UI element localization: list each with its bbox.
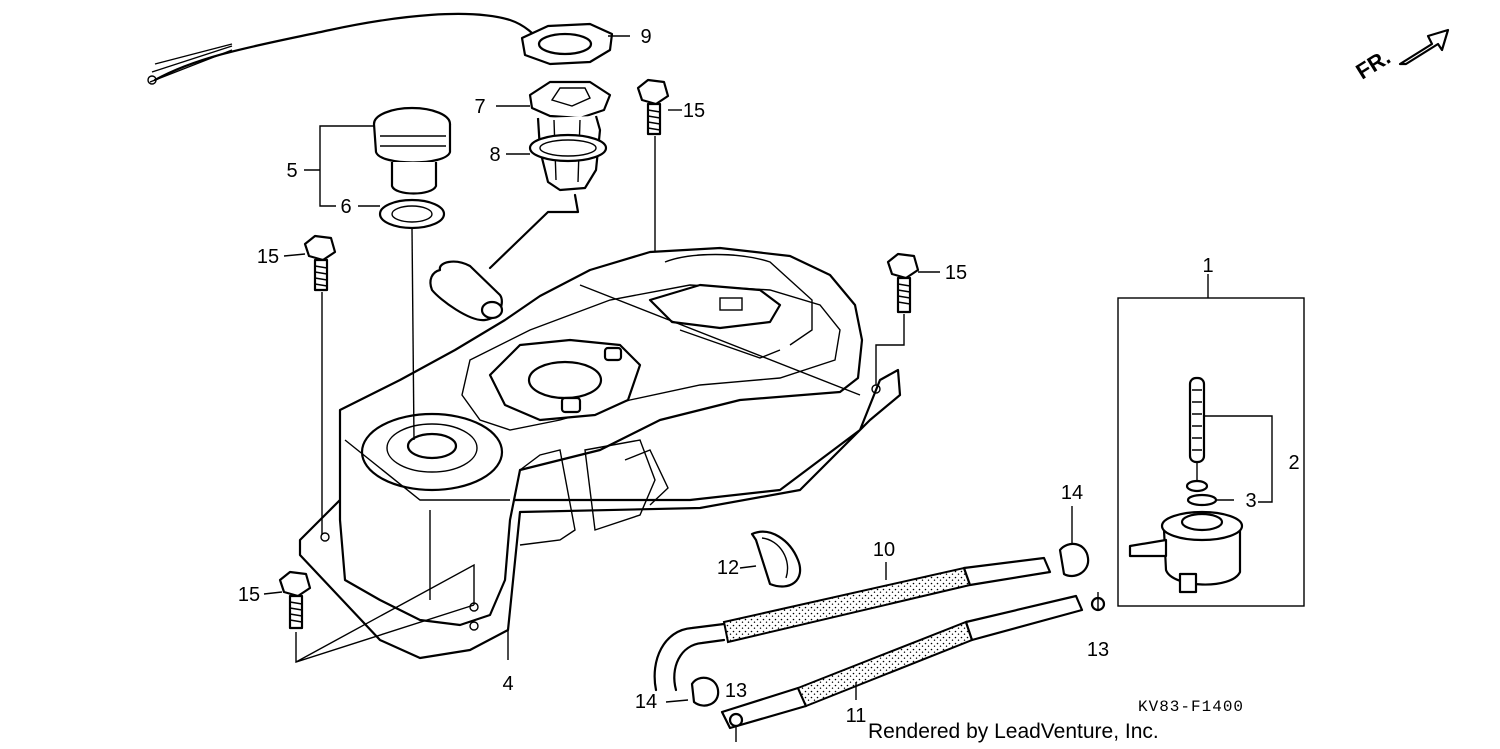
bolt-top xyxy=(636,78,670,252)
hose-clip-14-right xyxy=(1058,542,1090,578)
callout-3: 3 xyxy=(1245,490,1256,512)
callout-15-left-upper: 15 xyxy=(257,246,279,268)
callout-10: 10 xyxy=(873,539,895,561)
callout-13-left: 13 xyxy=(725,680,747,702)
callout-4: 4 xyxy=(502,673,513,695)
clip-13-right xyxy=(1090,592,1106,612)
callout-11: 11 xyxy=(846,705,867,727)
fuel-cock-assembly xyxy=(1117,297,1305,607)
callout-15-left-lower: 15 xyxy=(238,584,260,606)
front-direction-arrow: FR. xyxy=(1351,28,1450,84)
callout-labels: 1 2 3 4 5 6 7 8 9 10 11 12 13 13 14 14 1… xyxy=(238,26,1300,727)
fuel-tank xyxy=(298,246,902,660)
callout-7: 7 xyxy=(474,96,485,118)
callout-14-right: 14 xyxy=(1061,482,1083,504)
bolt-right xyxy=(875,252,920,385)
callout-1: 1 xyxy=(1202,255,1213,277)
callout-14-left: 14 xyxy=(635,691,657,713)
callout-15-top: 15 xyxy=(683,100,705,122)
bolt-left-lower xyxy=(278,563,475,663)
callout-15-right: 15 xyxy=(945,262,967,284)
drawing-code: KV83-F1400 xyxy=(1138,698,1244,716)
callout-9: 9 xyxy=(640,26,651,48)
callout-6: 6 xyxy=(340,196,351,218)
callout-2: 2 xyxy=(1288,452,1299,474)
bolt-left-upper xyxy=(303,234,337,535)
hose-clip-14-left xyxy=(690,676,720,707)
callout-5: 5 xyxy=(286,160,297,182)
callout-13-right: 13 xyxy=(1087,639,1109,661)
clip-13-left xyxy=(728,712,744,742)
filler-cap xyxy=(372,106,452,441)
callout-8: 8 xyxy=(489,144,500,166)
front-label: FR. xyxy=(1351,44,1394,84)
callout-12: 12 xyxy=(717,557,739,579)
hose-clamp-12 xyxy=(750,530,802,588)
fuel-gauge-unit xyxy=(147,12,614,322)
leader-lines xyxy=(263,35,1273,703)
credit-text: Rendered by LeadVenture, Inc. xyxy=(868,720,1159,743)
fuel-hose-10 xyxy=(653,556,1052,692)
front-arrow-icon xyxy=(1398,28,1450,66)
fuel-hose-11 xyxy=(720,594,1084,730)
